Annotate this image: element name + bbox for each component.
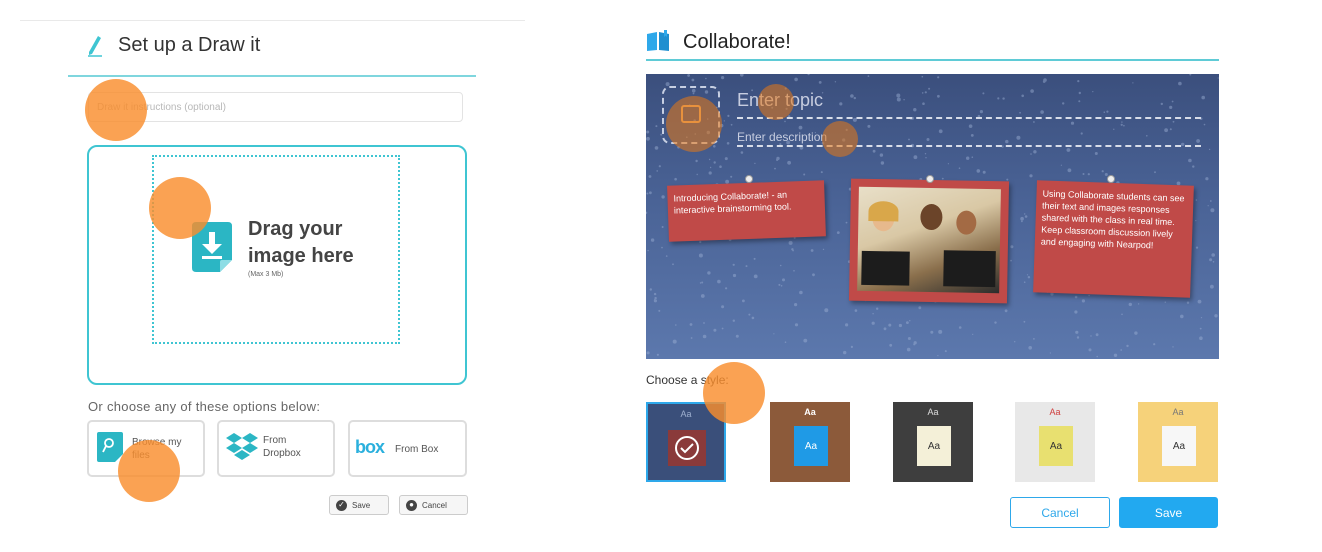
sample-note-photo [848, 178, 1010, 304]
check-circle-icon [675, 436, 699, 460]
box-logo: box [355, 437, 385, 457]
collaborate-save-button[interactable]: Save [1119, 497, 1218, 528]
style-aa-label: Aa [1049, 407, 1061, 417]
max-size-note: (Max 3 Mb) [248, 271, 284, 278]
topic-underline [737, 117, 1201, 119]
box-label: From Box [395, 444, 439, 455]
style-option-chalkboard[interactable]: Aa Aa [893, 402, 973, 482]
image-drop-zone[interactable] [87, 145, 467, 385]
tap-indicator [118, 440, 180, 502]
style-card: Aa [917, 426, 951, 466]
style-option-cork[interactable]: Aa Aa [770, 402, 850, 482]
tap-indicator [822, 121, 858, 157]
box-button[interactable] [348, 420, 467, 477]
image-drop-target[interactable] [152, 155, 400, 344]
description-underline [737, 145, 1201, 147]
board-texture [646, 74, 1219, 358]
style-aa-label: Aa [804, 407, 816, 417]
pin-icon [1107, 175, 1115, 183]
save-button[interactable]: ✓ Save [329, 495, 389, 515]
style-aa-label: Aa [680, 409, 692, 419]
style-aa-label: Aa [1172, 407, 1184, 417]
draw-it-title: Set up a Draw it [118, 34, 261, 56]
options-label: Or choose any of these options below: [88, 399, 321, 414]
drag-text-line2: image here [248, 245, 354, 267]
classroom-photo [857, 186, 1001, 294]
browse-file-icon [97, 432, 123, 462]
style-card: Aa [1039, 426, 1073, 466]
student-face [920, 203, 943, 231]
student-face [956, 210, 977, 235]
collaborate-title: Collaborate! [683, 31, 791, 53]
sample-note-description: Using Collaborate students can see their… [1033, 180, 1194, 298]
title-underline [646, 59, 1219, 61]
save-label: Save [352, 500, 371, 510]
tap-indicator [758, 84, 794, 120]
tap-indicator [703, 362, 765, 424]
sample-note-intro: Introducing Collaborate! - an interactiv… [667, 180, 826, 242]
pin-icon [745, 175, 753, 183]
laptop-screen [943, 250, 996, 288]
dropbox-label-line1: From [263, 435, 287, 446]
close-circle-icon: ● [406, 499, 417, 511]
dropbox-icon [226, 433, 258, 460]
tap-indicator [666, 96, 722, 152]
cancel-button[interactable]: ● Cancel [399, 495, 468, 515]
pencil-icon [88, 36, 102, 57]
style-card [668, 430, 706, 466]
style-card: Aa [1162, 426, 1196, 466]
collaborate-board: Enter topic Enter description Introducin… [646, 74, 1219, 359]
laptop-screen [861, 250, 910, 286]
check-circle-icon: ✓ [336, 499, 347, 511]
description-input[interactable]: Enter description [737, 130, 828, 144]
cancel-label: Cancel [422, 500, 447, 510]
dropbox-label-line2: Dropbox [263, 448, 301, 459]
instructions-input[interactable] [88, 92, 463, 122]
download-file-icon [192, 222, 232, 272]
style-option-yellow[interactable]: Aa Aa [1138, 402, 1218, 482]
dropbox-label: From Dropbox [263, 434, 323, 460]
title-underline [68, 75, 476, 77]
tap-indicator [149, 177, 211, 239]
style-aa-label: Aa [927, 407, 939, 417]
pin-icon [926, 175, 934, 183]
style-card: Aa [794, 426, 828, 466]
top-divider [20, 20, 525, 21]
drag-text-line1: Drag your [248, 218, 343, 240]
style-option-white[interactable]: Aa Aa [1015, 402, 1095, 482]
collaborate-cancel-button[interactable]: Cancel [1010, 497, 1110, 528]
collaborate-book-icon [647, 30, 669, 51]
tap-indicator [85, 79, 147, 141]
student-hair [868, 200, 899, 222]
